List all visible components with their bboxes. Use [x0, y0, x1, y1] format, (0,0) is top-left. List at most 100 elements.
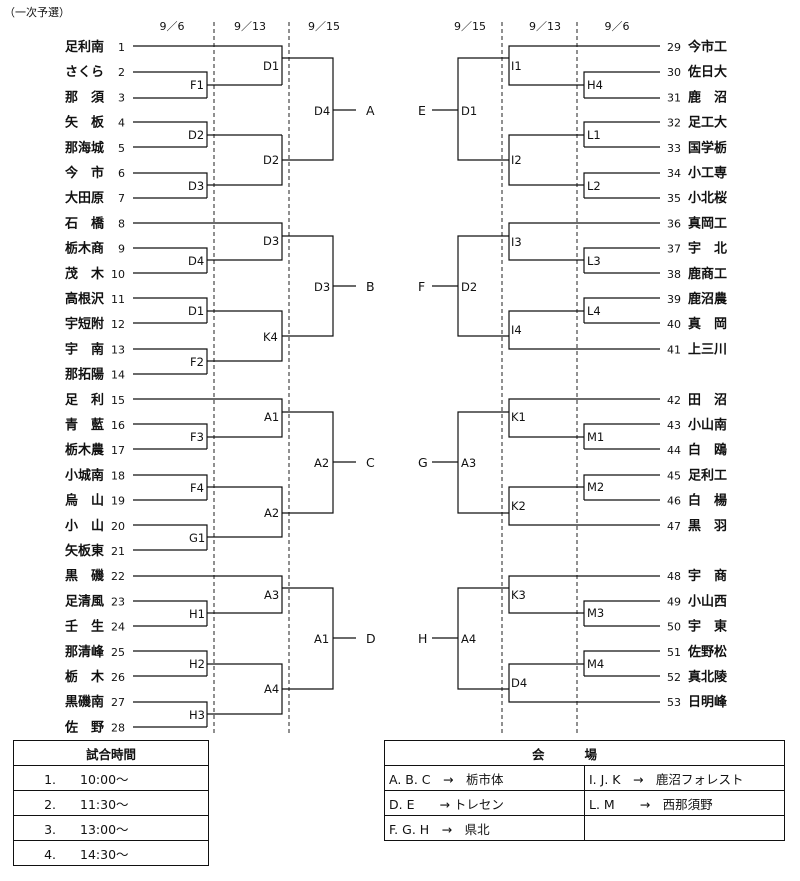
team-name: 真北陵	[688, 669, 728, 685]
team-number: 53	[667, 696, 681, 709]
team-number: 39	[667, 293, 681, 306]
match-label: D4	[314, 104, 330, 118]
team-name: 石 橋	[64, 215, 105, 231]
match-label: F1	[190, 78, 204, 92]
team-number: 6	[118, 167, 125, 180]
match-times-table: 試合時間 1.10:00〜 2.11:30〜 3.13:00〜 4.14:30〜	[13, 740, 209, 866]
team-name: 佐野松	[687, 644, 727, 660]
date-left-r3: 9／15	[308, 20, 340, 33]
team-number: 2	[118, 66, 125, 79]
team-name: 小城南	[65, 467, 104, 483]
match-label: F2	[190, 355, 204, 369]
pool-letter-left: C	[366, 455, 375, 470]
match-label: I1	[511, 59, 522, 73]
venue-cell: D. E → トレセン	[384, 790, 585, 816]
team-number: 11	[111, 293, 125, 306]
team-name: 宇 商	[688, 568, 727, 584]
match-label: D2	[263, 153, 279, 167]
team-name: 小山西	[688, 593, 727, 609]
team-number: 13	[111, 343, 125, 356]
venue-cell: L. M → 西那須野	[584, 790, 785, 816]
match-label: M4	[587, 657, 604, 671]
team-name: 栃木農	[65, 442, 105, 458]
time-row-time: 11:30〜	[80, 796, 129, 812]
venue-table: 会場 A. B. C → 栃市体 I. J. K → 鹿沼フォレスト D. E …	[384, 740, 785, 841]
team-name: 小 山	[65, 518, 104, 534]
team-number: 22	[111, 570, 125, 583]
team-name: 黒磯南	[65, 694, 104, 710]
team-name: 足清風	[65, 593, 104, 609]
team-number: 35	[667, 192, 681, 205]
match-label: D2	[188, 128, 204, 142]
time-row-number: 1.	[44, 771, 56, 787]
team-name: 佐 野	[64, 719, 104, 735]
match-label: F3	[190, 430, 204, 444]
match-label: K2	[511, 499, 526, 513]
team-number: 19	[111, 495, 125, 508]
team-number: 25	[111, 646, 125, 659]
team-number: 24	[111, 621, 125, 634]
team-number: 51	[667, 646, 681, 659]
match-label: K1	[511, 410, 526, 424]
team-number: 42	[667, 394, 681, 407]
team-name: 宇短附	[65, 316, 104, 332]
team-number: 31	[667, 91, 681, 104]
match-label: D1	[461, 104, 477, 118]
time-row-time: 10:00〜	[80, 771, 129, 787]
match-label: A4	[461, 632, 476, 646]
team-name: 矢 板	[65, 115, 105, 131]
team-number: 34	[667, 167, 681, 180]
match-label: L1	[587, 128, 601, 142]
team-name: 宇 東	[688, 619, 727, 635]
match-label: D4	[188, 254, 204, 268]
team-name: 矢板東	[65, 543, 104, 559]
team-name: 大田原	[65, 190, 104, 206]
team-number: 4	[118, 117, 125, 130]
pool-letter-right: G	[418, 455, 428, 470]
team-name: 鹿沼農	[688, 291, 728, 307]
match-label: H3	[189, 708, 205, 722]
match-label: D2	[461, 280, 477, 294]
team-number: 38	[667, 268, 681, 281]
right-bracket-lines	[432, 45, 660, 703]
pool-letters: A B C D E F G H	[366, 103, 428, 646]
time-row: 4.14:30〜	[13, 840, 209, 866]
team-name: 黒 磯	[65, 568, 104, 584]
team-name: 黒 羽	[688, 518, 727, 534]
team-number: 45	[667, 469, 681, 482]
team-number: 46	[667, 495, 681, 508]
team-number: 41	[667, 343, 681, 356]
team-name: 足利工	[688, 467, 727, 483]
team-number: 5	[118, 142, 125, 155]
team-number: 36	[667, 217, 681, 230]
team-number: 40	[667, 318, 681, 331]
date-right-r2: 9／13	[529, 20, 561, 33]
team-number: 21	[111, 545, 125, 558]
team-name: 那拓陽	[65, 367, 104, 383]
team-number: 37	[667, 243, 681, 256]
match-label: A4	[264, 682, 279, 696]
date-right-r1: 9／6	[605, 20, 630, 33]
match-label: D4	[511, 676, 527, 690]
team-name: 真 岡	[688, 316, 727, 332]
team-name: 那清峰	[65, 644, 105, 660]
pool-letter-left: A	[366, 103, 375, 118]
team-number: 20	[111, 520, 125, 533]
team-number: 3	[118, 91, 125, 104]
match-label: F4	[190, 481, 204, 495]
team-number: 49	[667, 595, 681, 608]
team-name: 日明峰	[688, 694, 728, 710]
match-label: D1	[188, 304, 204, 318]
team-number: 9	[118, 243, 125, 256]
team-number: 15	[111, 394, 125, 407]
team-name: 小山南	[688, 417, 727, 433]
match-label: K3	[511, 588, 526, 602]
time-row-time: 14:30〜	[80, 846, 129, 862]
team-name: 那海城	[65, 140, 104, 156]
team-number: 29	[667, 41, 681, 54]
match-label: M1	[587, 430, 604, 444]
pool-letter-left: B	[366, 279, 375, 294]
time-row-time: 13:00〜	[80, 821, 129, 837]
date-left-r2: 9／13	[234, 20, 266, 33]
